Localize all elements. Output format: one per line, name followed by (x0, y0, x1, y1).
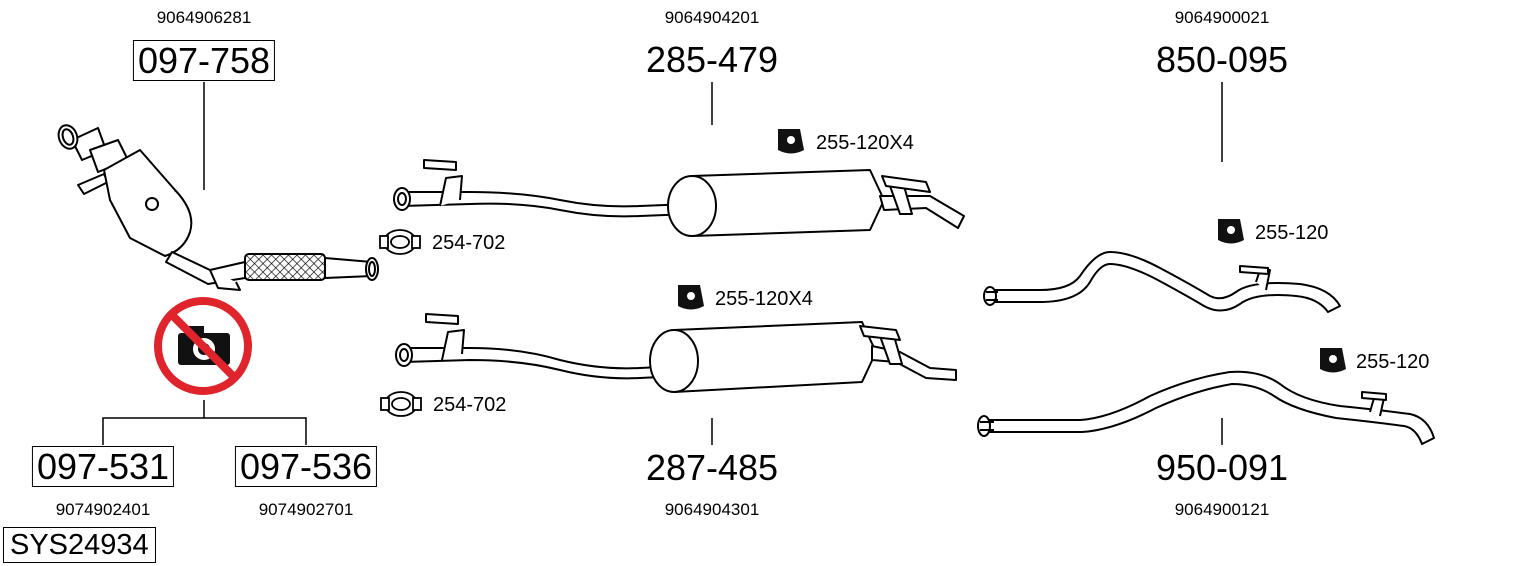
rubber-hanger-icon (1218, 219, 1244, 244)
pipe-clamp-icon (379, 229, 421, 255)
clamp-label-lower[interactable]: 254-702 (433, 394, 507, 416)
part-number-alt-right[interactable]: 097-536 (234, 446, 378, 487)
hanger-label-centre-upper[interactable]: 255-120X4 (816, 132, 914, 154)
oem-number-alt-right: 9074902701 (258, 500, 354, 519)
leader-lines (102, 82, 1223, 445)
oem-number-front-cat: 9064906281 (156, 8, 252, 27)
hanger-label-rear-upper[interactable]: 255-120 (1255, 222, 1329, 244)
hanger-label-rear-lower[interactable]: 255-120 (1356, 351, 1430, 373)
oem-number-centre-lower: 9064904301 (664, 500, 760, 519)
pipe-clamp-icon (380, 391, 422, 417)
part-number-centre-lower[interactable]: 287-485 (645, 447, 779, 488)
centre-silencer-lower-part[interactable] (395, 313, 957, 393)
part-number-alt-left[interactable]: 097-531 (31, 446, 175, 487)
part-number-front-cat[interactable]: 097-758 (132, 40, 276, 81)
part-number-rear-upper[interactable]: 850-095 (1155, 39, 1289, 80)
oem-number-rear-upper: 9064900021 (1174, 8, 1270, 27)
oem-number-rear-lower: 9064900121 (1174, 500, 1270, 519)
rear-pipe-lower-part[interactable] (977, 370, 1435, 445)
rubber-hanger-icon (778, 129, 804, 154)
front-catalyst-part[interactable] (55, 123, 379, 291)
system-number: SYS24934 (3, 527, 156, 564)
rubber-hanger-icon (678, 285, 704, 310)
rear-pipe-upper-part[interactable] (983, 251, 1341, 313)
hanger-label-centre-lower[interactable]: 255-120X4 (715, 288, 813, 310)
clamp-label-upper[interactable]: 254-702 (432, 232, 506, 254)
oem-number-alt-left: 9074902401 (55, 500, 151, 519)
no-photo-icon (154, 297, 252, 395)
rubber-hanger-icon (1320, 348, 1346, 373)
oem-number-centre-upper: 9064904201 (664, 8, 760, 27)
part-number-centre-upper[interactable]: 285-479 (645, 39, 779, 80)
part-number-rear-lower[interactable]: 950-091 (1155, 447, 1289, 488)
centre-silencer-upper-part[interactable] (393, 159, 965, 237)
